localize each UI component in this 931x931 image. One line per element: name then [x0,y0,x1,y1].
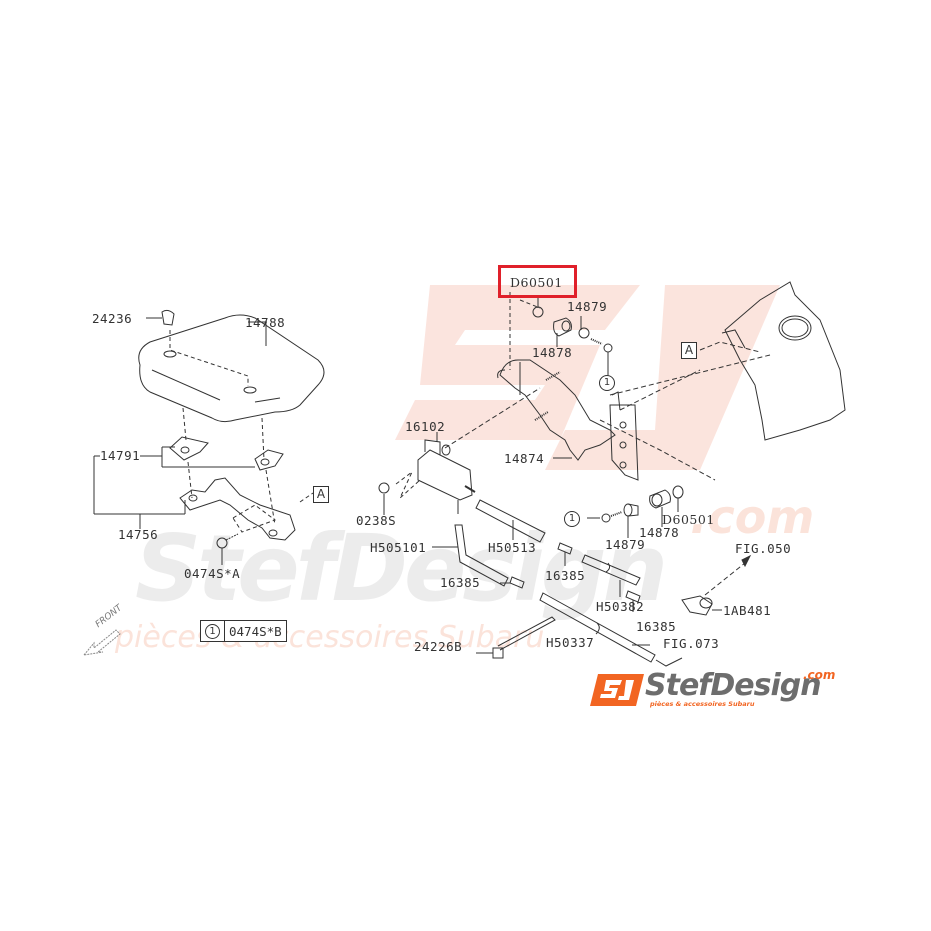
watermark-brand: StefDesign [135,515,668,622]
part-label-24226b: 24226B [414,639,463,654]
part-label-d60501-top: D60501 [510,275,563,290]
logo-domain-text: .com [803,668,836,682]
highlight-box-d60501 [498,265,577,298]
part-label-14879-top: 14879 [567,299,608,314]
part-label-fig073: FIG.073 [663,636,720,651]
part-label-16385-c: 16385 [636,619,677,634]
part-label-24236: 24236 [92,311,133,326]
ref-marker-a-left: A [313,486,329,503]
part-label-16385-a: 16385 [545,568,586,583]
part-label-d60501-bottom: D60501 [662,512,715,527]
part-label-0474s-a: 0474S*A [184,566,241,581]
logo-tagline: pièces & accessoires Subaru [650,700,755,708]
ref-marker-a-mid: A [681,342,697,359]
stefdesign-logo-mark [590,674,644,706]
legend-part-cell: 0474S*B [224,621,286,641]
part-label-14874: 14874 [504,451,545,466]
part-label-14878-bottom: 14878 [639,525,680,540]
part-label-14878-top: 14878 [532,345,573,360]
ref-circle-1-top: 1 [599,375,615,391]
part-label-14756: 14756 [118,527,159,542]
part-label-fig050: FIG.050 [735,541,792,556]
watermark-tagline: pièces & accessoires Subaru [115,620,545,655]
cover-14788 [138,314,325,423]
part-label-14879-bottom: 14879 [605,537,646,552]
legend-circle-1: 1 [205,623,220,639]
legend-symbol-cell: 1 [201,621,224,641]
ref-circle-1-bottom: 1 [564,511,580,527]
part-label-16385-b: 16385 [440,575,481,590]
part-label-14791: 14791 [100,448,141,463]
legend-table: 1 0474S*B [200,620,287,642]
part-label-1ab481: 1AB481 [723,603,772,618]
part-label-h50513: H50513 [488,540,537,555]
watermark-domain: .com [690,490,815,544]
part-label-h50337: H50337 [546,635,595,650]
part-label-h50382: H50382 [596,599,645,614]
part-label-14788: 14788 [245,315,286,330]
part-label-0238s: 0238S [356,513,397,528]
part-label-16102: 16102 [405,419,446,434]
logo-brand-text: StefDesign [645,668,822,703]
part-label-h505101: H505101 [370,540,427,555]
